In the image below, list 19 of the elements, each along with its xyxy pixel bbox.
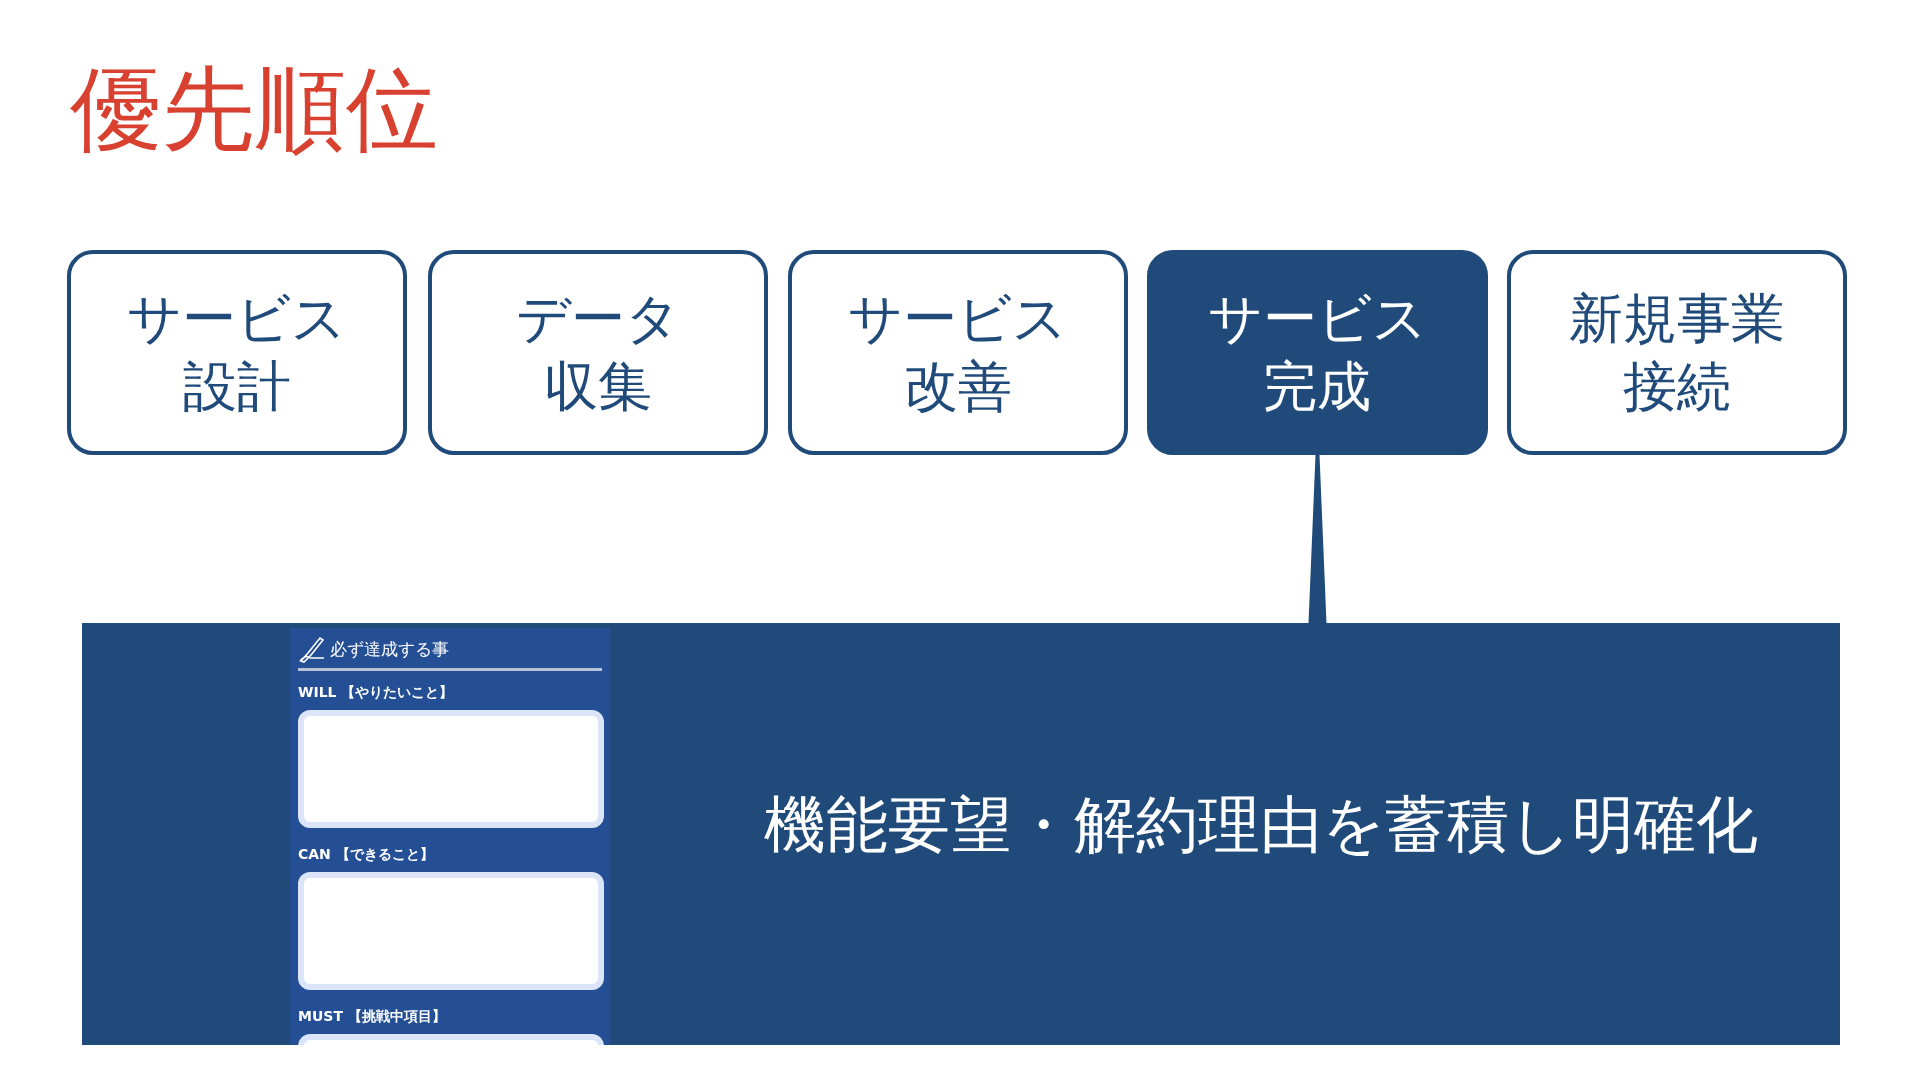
step-label: サービス改善 <box>847 285 1069 420</box>
highlight-panel <box>82 623 1840 1045</box>
field-label: MUST 【挑戦中項目】 <box>298 1008 446 1026</box>
form-heading: 必ず達成する事 <box>330 638 449 661</box>
step-label: サービス完成 <box>1207 285 1428 420</box>
process-box <box>1507 250 1847 455</box>
callout-connector <box>1308 455 1327 623</box>
panel-text: 機能要望・解約理由を蓄積し明確化 <box>763 787 1759 863</box>
title: 優先順位 <box>70 55 438 165</box>
field-label: WILL 【やりたいこと】 <box>298 684 454 702</box>
process-box <box>67 250 407 455</box>
field-label: CAN 【できること】 <box>298 846 434 864</box>
step-label: サービス設計 <box>126 285 348 420</box>
process-box <box>428 250 768 455</box>
process-box <box>788 250 1128 455</box>
step-label: データ収集 <box>515 285 681 420</box>
form-screenshot <box>290 628 610 1045</box>
process-box <box>1147 250 1488 455</box>
step-label: 新規事業接続 <box>1568 285 1786 420</box>
